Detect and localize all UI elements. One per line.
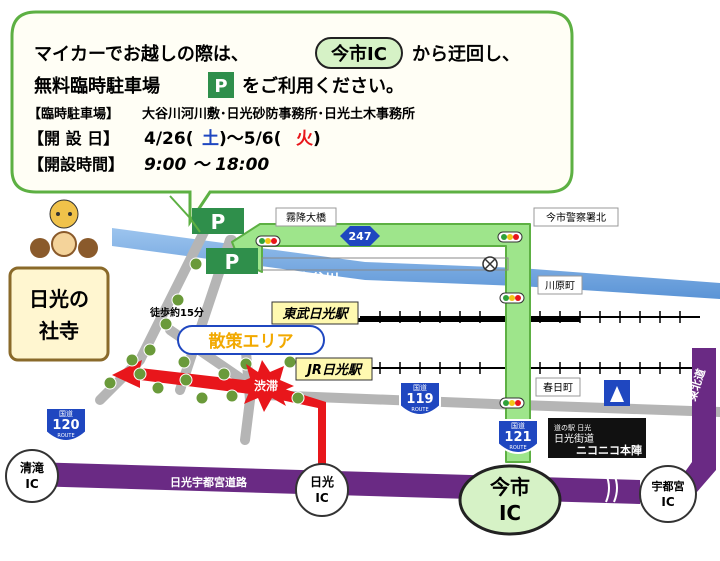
notice-line1-pre: マイカーでお越しの際は、	[34, 43, 249, 65]
mascot-monkeys	[30, 199, 98, 258]
ic-imaichi: 今市 IC	[458, 464, 562, 536]
lots-label: 【臨時駐車場】	[28, 106, 119, 122]
notice-line1-post: から迂回し、	[412, 44, 520, 65]
svg-text:ROUTE: ROUTE	[509, 445, 526, 451]
svg-text:日光: 日光	[310, 474, 334, 489]
lots-value: 大谷川河川敷･日光砂防事務所･日光土木事務所	[142, 106, 415, 122]
roadside-station-sub: ニコニコ本陣	[576, 443, 642, 457]
shrines-box	[8, 266, 110, 362]
river-label: 大谷川	[297, 271, 339, 288]
jam-label: 渋滞	[254, 378, 278, 393]
route-120-shield: 国道 120 ROUTE	[45, 407, 87, 442]
route-247-sign	[340, 226, 380, 246]
parking-sign-2	[206, 248, 258, 274]
kirifuri-ohashi: 霧降大橋	[286, 211, 326, 224]
traffic-jam-burst	[236, 360, 294, 412]
tobu-station-label-box	[271, 301, 359, 325]
svg-text:清滝: 清滝	[20, 460, 44, 475]
svg-text:IC: IC	[661, 495, 674, 509]
shrine-label-1: 日光の	[29, 287, 89, 311]
jr-station-label-box	[295, 357, 373, 381]
notice-line2-post: をご利用ください。	[242, 75, 404, 97]
footprint-markers	[103, 257, 305, 405]
date-mid: )～5/6(	[219, 129, 281, 149]
date-close: )	[313, 129, 321, 149]
ic-nikko: 日光 IC	[295, 463, 349, 517]
svg-text:121: 121	[504, 430, 531, 445]
rail-ticks	[379, 311, 681, 374]
road-break-marks	[605, 473, 618, 503]
date-end-day: 火	[296, 129, 314, 149]
hours-label: 【開設時間】	[28, 155, 124, 174]
jr-station: JR日光駅	[304, 362, 363, 378]
utsunomiya-road-label: 日光宇都宮道路	[170, 475, 248, 489]
notice-bubble	[10, 10, 574, 227]
ic-kiyotaki: 清滝 IC	[5, 449, 59, 503]
svg-text:今市: 今市	[490, 475, 530, 499]
tobu-station: 東武日光駅	[282, 306, 349, 322]
kirifuri-ohashi-box	[275, 207, 337, 227]
shrine-label-2: 社寺	[38, 319, 79, 343]
date-start: 4/26(	[144, 129, 193, 149]
svg-text:国道: 国道	[511, 421, 525, 430]
imaichi-police-box	[533, 207, 619, 227]
kasugacho-box	[535, 377, 581, 397]
date-start-day: 土	[202, 128, 219, 149]
roadside-station-glyph	[610, 386, 624, 402]
walk-area-badge	[177, 325, 325, 355]
ic-utsunomiya: 宇都宮 IC	[639, 465, 697, 523]
notice-line2-pre: 無料臨時駐車場	[34, 75, 160, 97]
svg-text:ROUTE: ROUTE	[411, 407, 428, 413]
parking-symbol: P	[214, 76, 227, 97]
walk-area: 散策エリア	[209, 331, 294, 352]
route-119-shield: 国道 119 ROUTE	[399, 381, 441, 416]
svg-text:国道: 国道	[59, 409, 73, 418]
svg-text:IC: IC	[499, 501, 521, 525]
notice-ic: 今市IC	[331, 43, 387, 65]
svg-text:119: 119	[406, 392, 433, 407]
roadside-station-main: 日光街道	[554, 432, 594, 445]
tohoku-expressway	[672, 348, 716, 500]
svg-text:120: 120	[52, 418, 79, 433]
imaichi-ic-badge	[315, 37, 403, 69]
svg-text:IC: IC	[25, 477, 38, 491]
imaichi-police: 今市警察署北	[546, 211, 606, 224]
walk-time: 徒歩約15分	[149, 306, 204, 319]
roadside-station-small: 道の駅 日光	[554, 423, 591, 432]
traffic-lights	[255, 231, 525, 409]
no-entry-marker	[482, 256, 498, 272]
hours-value: 9:00 ～ 18:00	[144, 155, 269, 175]
notice-text: マイカーでお越しの際は、 今市IC から迂回し、 無料臨時駐車場 P をご利用く…	[28, 37, 520, 175]
svg-text:国道: 国道	[413, 383, 427, 392]
parking-1-label: P	[211, 210, 226, 234]
route-247: 247	[349, 230, 372, 243]
route-121-shield: 国道 121 ROUTE	[497, 419, 539, 454]
svg-text:宇都宮: 宇都宮	[652, 479, 685, 493]
parking-symbol-badge	[208, 72, 234, 98]
parking-pointer-arrows	[169, 195, 201, 233]
dates-label: 【開 設 日】	[28, 129, 119, 148]
parking-2-label: P	[225, 250, 240, 274]
parking-sign-1	[192, 208, 244, 234]
kasugacho: 春日町	[543, 382, 573, 394]
svg-text:ROUTE: ROUTE	[57, 433, 74, 439]
kawaramachi-box	[537, 275, 583, 295]
roadside-station-sign	[548, 418, 646, 458]
svg-text:IC: IC	[315, 491, 328, 505]
connector-road	[261, 257, 509, 271]
kawaramachi: 川原町	[545, 280, 575, 292]
